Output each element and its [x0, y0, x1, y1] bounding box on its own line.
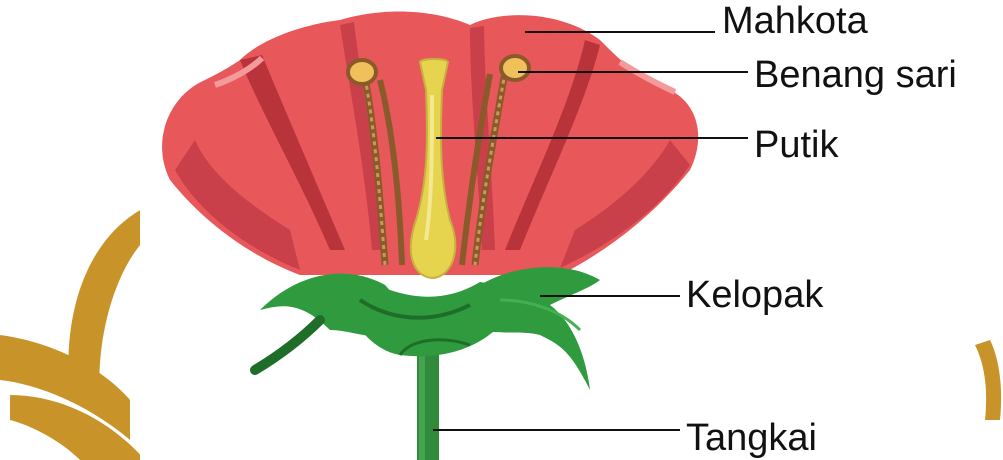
label-mahkota: Mahkota [722, 2, 868, 40]
label-putik: Putik [754, 126, 838, 164]
anther-right [501, 56, 529, 80]
anther-left [348, 60, 376, 84]
label-kelopak: Kelopak [686, 276, 823, 314]
label-benang-sari: Benang sari [754, 56, 957, 94]
label-tangkai: Tangkai [686, 419, 817, 457]
